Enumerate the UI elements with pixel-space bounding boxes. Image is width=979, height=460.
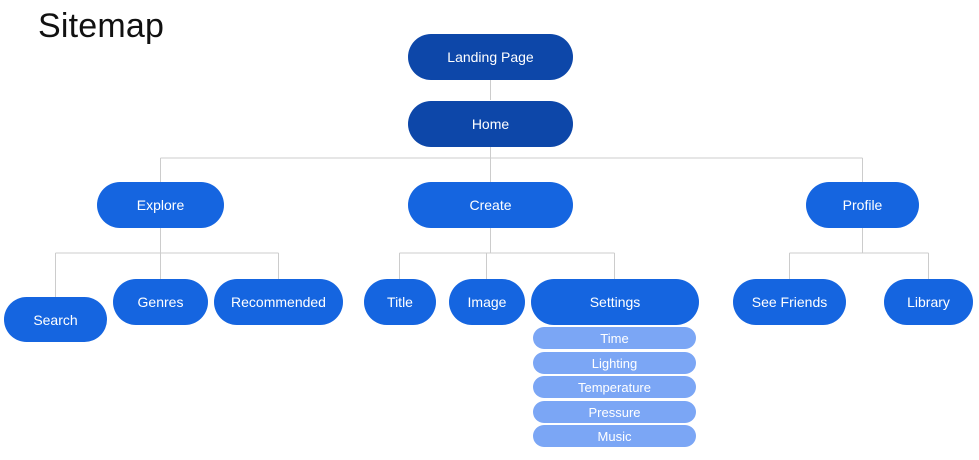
node-temperature-label: Temperature: [578, 379, 651, 395]
node-see-friends-label: See Friends: [751, 294, 828, 310]
node-create[interactable]: Create: [408, 182, 573, 228]
node-recommended[interactable]: Recommended: [214, 279, 343, 325]
node-profile[interactable]: Profile: [806, 182, 919, 228]
node-create-label: Create: [469, 197, 512, 213]
node-temperature[interactable]: Temperature: [533, 376, 696, 398]
node-landing-page-label: Landing Page: [447, 49, 534, 65]
node-pressure-label: Pressure: [588, 404, 641, 420]
node-explore[interactable]: Explore: [97, 182, 224, 228]
node-music-label: Music: [597, 428, 632, 444]
node-image[interactable]: Image: [449, 279, 525, 325]
node-home[interactable]: Home: [408, 101, 573, 147]
node-music[interactable]: Music: [533, 425, 696, 447]
node-recommended-label: Recommended: [231, 294, 326, 310]
node-lighting-label: Lighting: [591, 355, 638, 371]
node-genres-label: Genres: [137, 294, 184, 310]
node-library-label: Library: [907, 294, 950, 310]
node-title-label: Title: [387, 294, 413, 310]
node-see-friends[interactable]: See Friends: [733, 279, 846, 325]
node-settings[interactable]: Settings: [531, 279, 699, 325]
node-home-label: Home: [471, 116, 510, 132]
page-title: Sitemap: [38, 7, 165, 45]
node-title[interactable]: Title: [364, 279, 436, 325]
node-lighting[interactable]: Lighting: [533, 352, 696, 374]
node-time-label: Time: [600, 330, 629, 346]
node-image-label: Image: [467, 294, 507, 310]
node-library[interactable]: Library: [884, 279, 973, 325]
node-genres[interactable]: Genres: [113, 279, 208, 325]
node-profile-label: Profile: [842, 197, 883, 213]
node-landing-page[interactable]: Landing Page: [408, 34, 573, 80]
node-search[interactable]: Search: [4, 297, 107, 342]
node-time[interactable]: Time: [533, 327, 696, 349]
node-explore-label: Explore: [136, 197, 185, 213]
node-pressure[interactable]: Pressure: [533, 401, 696, 423]
node-settings-label: Settings: [589, 294, 641, 310]
node-search-label: Search: [33, 311, 78, 328]
